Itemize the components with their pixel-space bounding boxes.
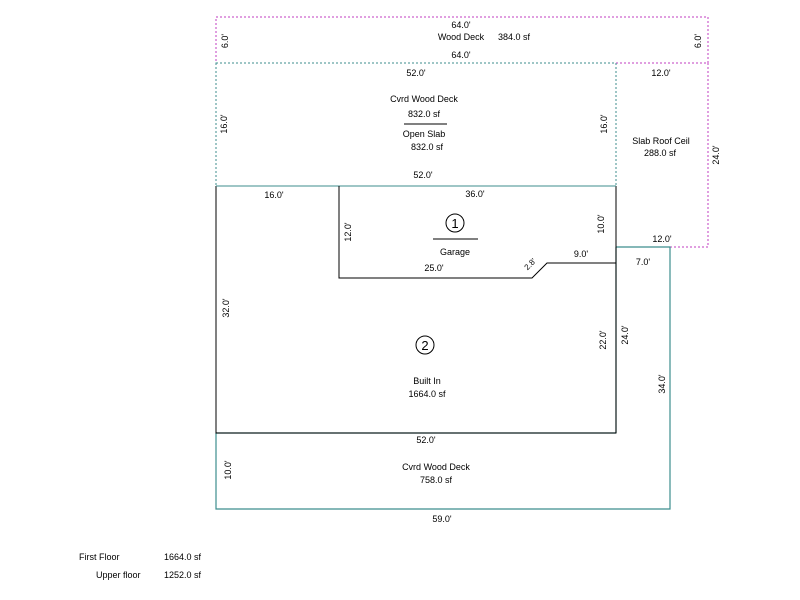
- garage-outline: [338, 186, 616, 279]
- built-in-dim-top-left: 16.0': [264, 190, 284, 200]
- cvrd-deck-lower-dim-left: 10.0': [223, 460, 233, 480]
- slab-roof-dim-top: 12.0': [651, 68, 671, 78]
- east-strip-dim-top: 7.0': [636, 257, 651, 267]
- cvrd-deck-upper-outline: [215, 62, 617, 187]
- open-slab-name: Open Slab: [403, 129, 446, 139]
- built-in-dim-right: 22.0': [598, 330, 608, 350]
- cvrd-deck-upper-name: Cvrd Wood Deck: [390, 94, 458, 104]
- cvrd-deck-upper-dim-left: 16.0': [219, 114, 229, 134]
- cvrd-deck-lower-area: 758.0 sf: [420, 475, 453, 485]
- wood-deck-dim-right: 6.0': [693, 34, 703, 49]
- built-in-name: Built In: [413, 376, 441, 386]
- cvrd-deck-lower-outline: [215, 246, 671, 510]
- garage-dim-top: 36.0': [465, 189, 485, 199]
- garage-marker-circle: [445, 213, 465, 233]
- wood-deck-dim-left: 6.0': [220, 34, 230, 49]
- built-in-dim-left: 32.0': [221, 298, 231, 318]
- open-slab-area: 832.0 sf: [411, 142, 444, 152]
- first-floor-label: First Floor: [79, 552, 120, 562]
- upper-floor-value: 1252.0 sf: [164, 570, 202, 580]
- slab-roof-dim-right: 24.0': [711, 145, 721, 165]
- cvrd-deck-lower-dim-bottom: 59.0': [432, 514, 452, 524]
- built-in-marker-circle: [415, 335, 435, 355]
- built-in-marker-number: 2: [421, 338, 428, 353]
- upper-floor-label: Upper floor: [96, 570, 141, 580]
- wood-deck-dim-top: 64.0': [451, 20, 471, 30]
- cvrd-deck-upper-dim-bottom: 52.0': [413, 170, 433, 180]
- slab-roof-name: Slab Roof Ceil: [632, 136, 690, 146]
- wood-deck-area: 384.0 sf: [498, 32, 531, 42]
- cvrd-deck-upper-area: 832.0 sf: [408, 109, 441, 119]
- garage-name: Garage: [440, 247, 470, 257]
- cvrd-deck-lower-name: Cvrd Wood Deck: [402, 462, 470, 472]
- wood-deck-dim-bottom: 64.0': [451, 50, 471, 60]
- garage-dim-step: 9.0': [574, 249, 589, 259]
- wood-deck-name: Wood Deck: [438, 32, 485, 42]
- built-in-outline: [215, 186, 617, 434]
- slab-roof-area: 288.0 sf: [644, 148, 677, 158]
- built-in-area: 1664.0 sf: [408, 389, 446, 399]
- first-floor-value: 1664.0 sf: [164, 552, 202, 562]
- garage-dim-bottom: 25.0': [424, 263, 444, 273]
- garage-marker-number: 1: [451, 216, 458, 231]
- garage-dim-left: 12.0': [343, 222, 353, 242]
- slab-roof-dim-bottom: 12.0': [652, 234, 672, 244]
- garage-dim-angle: 2.8': [523, 256, 539, 272]
- east-strip-dim-outer: 34.0': [657, 374, 667, 394]
- garage-dim-right: 10.0': [596, 214, 606, 234]
- cvrd-deck-upper-dim-top: 52.0': [406, 68, 426, 78]
- east-strip-dim-inner: 24.0': [620, 325, 630, 345]
- cvrd-deck-upper-dim-right: 16.0': [599, 114, 609, 134]
- built-in-dim-bottom: 52.0': [416, 435, 436, 445]
